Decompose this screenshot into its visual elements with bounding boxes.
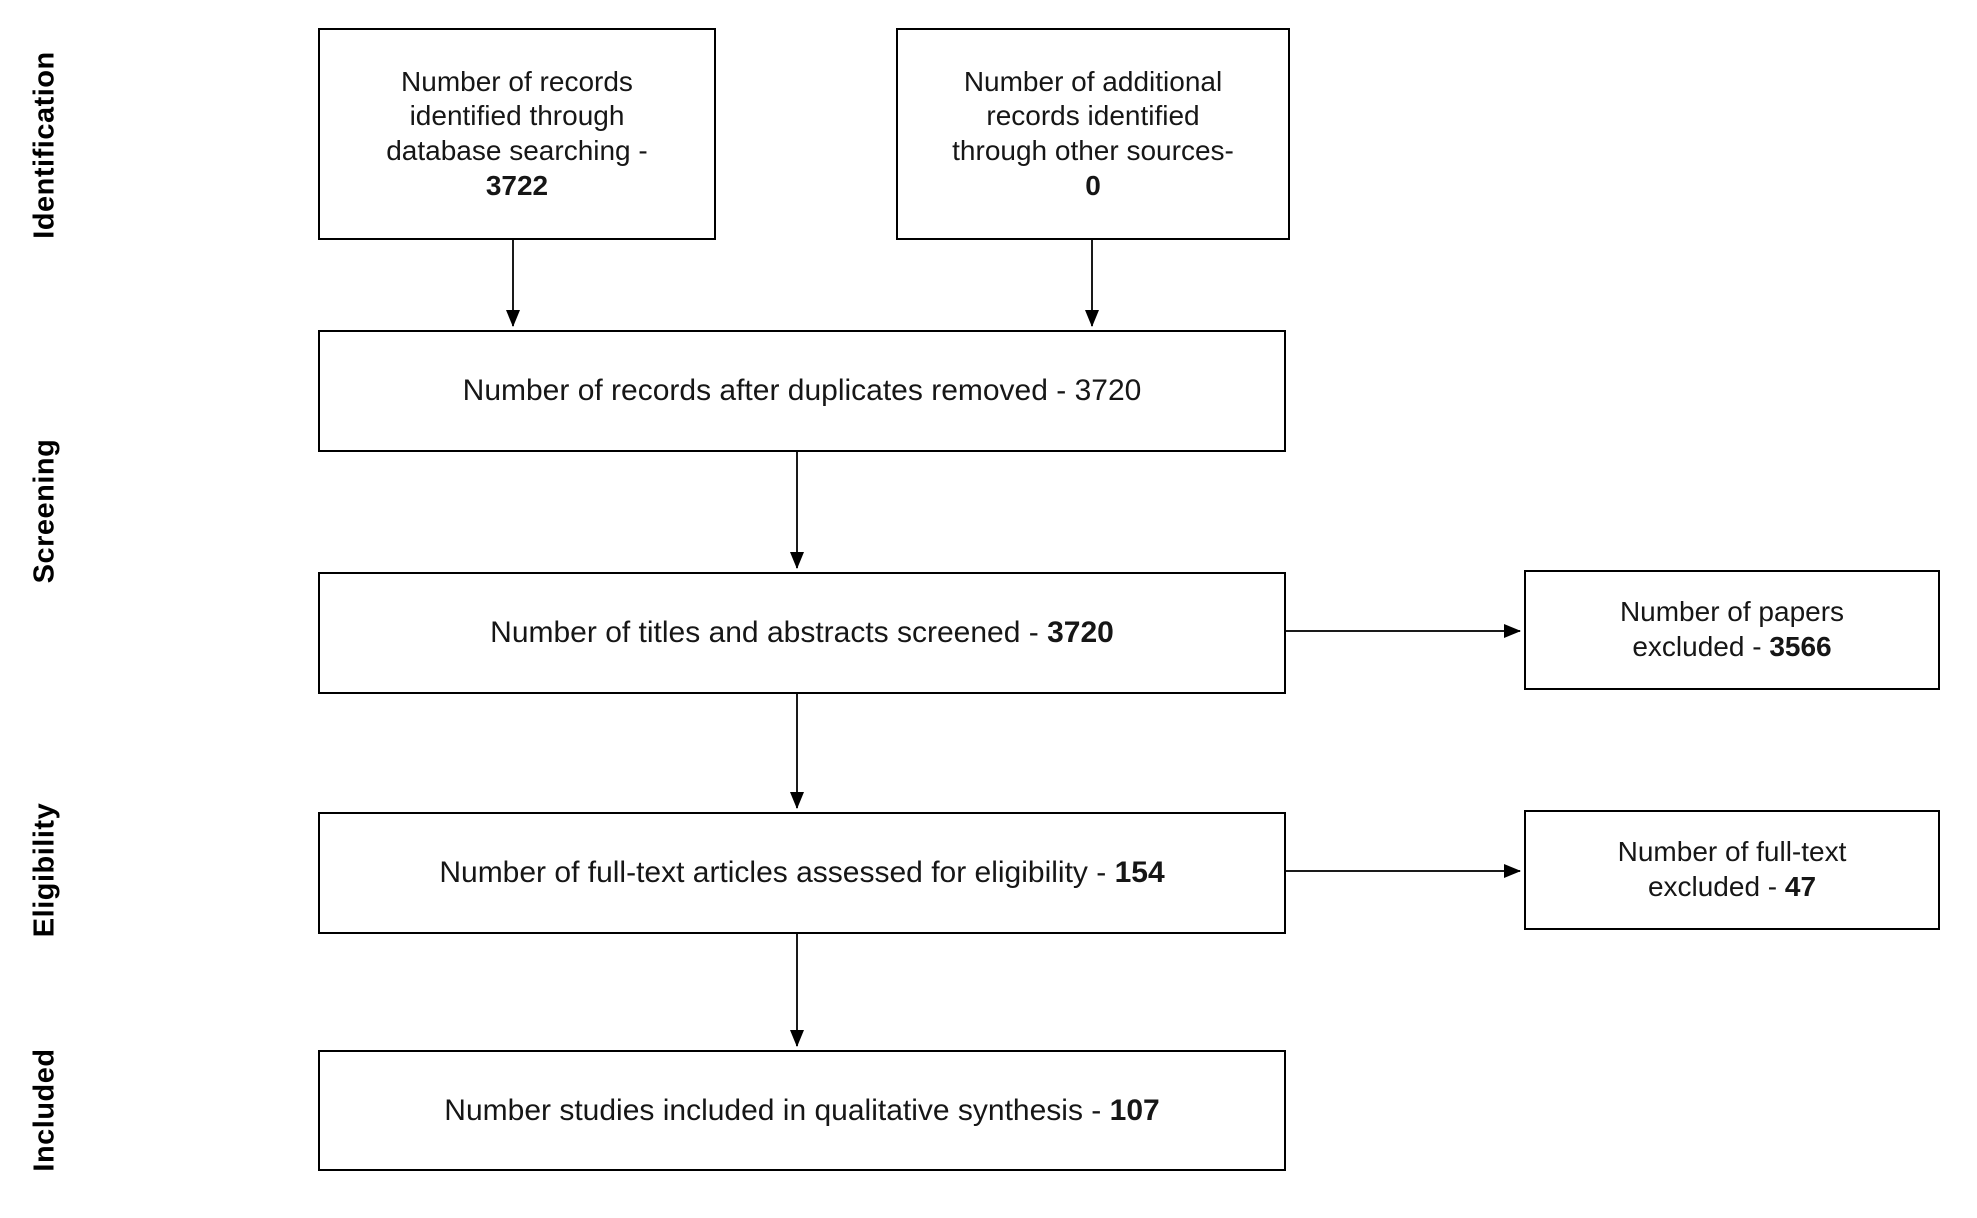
stage-label-screening: Screening [28,438,61,584]
stage-label-identification: Identification [28,51,61,239]
box-titles-screened-text: Number of titles and abstracts screened … [490,616,1114,650]
box-after-duplicates: Number of records after duplicates remov… [318,330,1286,452]
fulltext-excluded-count: 47 [1784,871,1817,902]
box-fulltext-assessed: Number of full-text articles assessed fo… [318,812,1286,934]
box-qualitative-synthesis: Number studies included in qualitative s… [318,1050,1286,1171]
titles-screened-count: 3720 [1047,616,1114,650]
records-identified-count: 3722 [485,169,549,201]
box-fulltext-excluded: Number of full-text excluded - 47 [1524,810,1940,930]
stage-label-included: Included [28,1048,61,1172]
box-records-identified-text: Number of records identified through dat… [386,65,648,201]
qualitative-synthesis-count: 107 [1109,1093,1160,1127]
box-additional-records: Number of additional records identified … [896,28,1290,240]
box-additional-records-text: Number of additional records identified … [952,65,1234,201]
fulltext-assessed-count: 154 [1114,856,1165,890]
box-fulltext-assessed-text: Number of full-text articles assessed fo… [439,856,1165,890]
additional-records-count: 0 [1085,169,1101,201]
after-duplicates-count: 3720 [1074,374,1142,408]
box-fulltext-excluded-text: Number of full-text excluded - 47 [1617,836,1847,902]
papers-excluded-count: 3566 [1769,631,1832,662]
box-papers-excluded-text: Number of papers excluded - 3566 [1619,596,1845,662]
box-after-duplicates-text: Number of records after duplicates remov… [462,374,1142,408]
box-records-identified: Number of records identified through dat… [318,28,716,240]
stage-label-eligibility: Eligibility [28,802,61,938]
box-titles-screened: Number of titles and abstracts screened … [318,572,1286,694]
box-qualitative-synthesis-text: Number studies included in qualitative s… [444,1093,1160,1127]
box-papers-excluded: Number of papers excluded - 3566 [1524,570,1940,690]
